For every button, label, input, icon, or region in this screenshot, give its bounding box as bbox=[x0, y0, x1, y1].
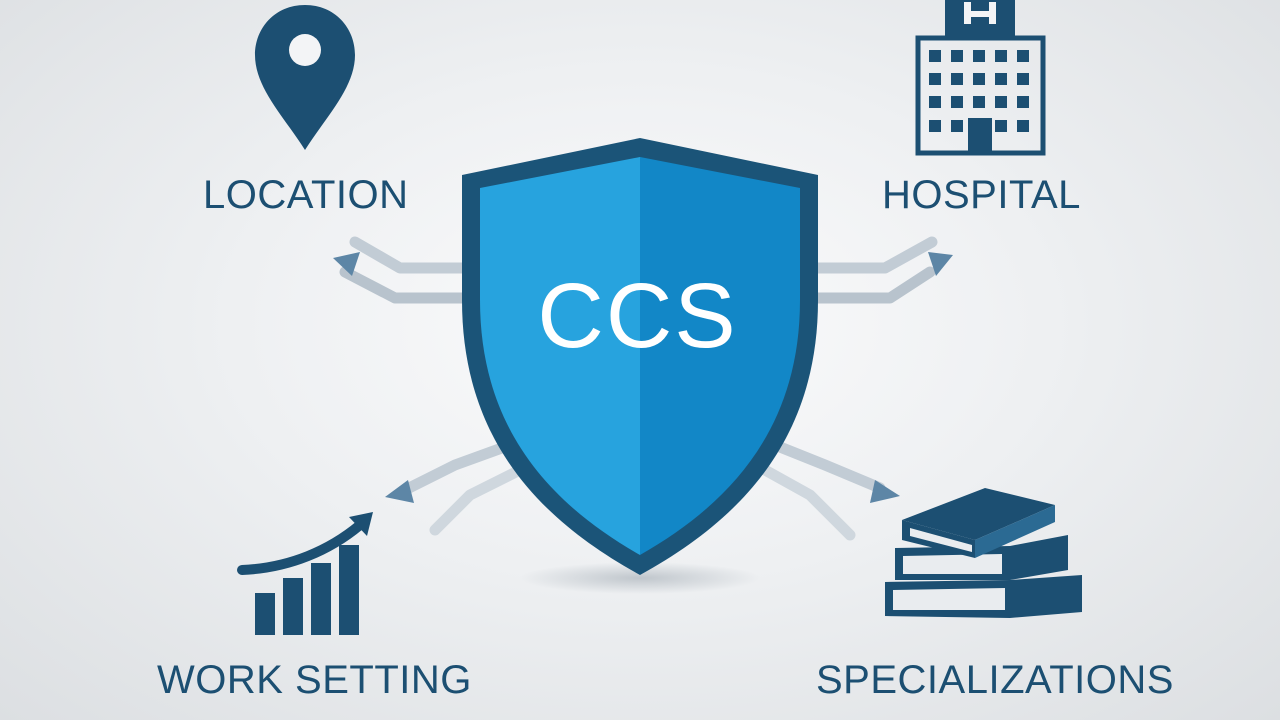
specializations-label: SPECIALIZATIONS bbox=[816, 658, 1174, 702]
shield-icon bbox=[462, 138, 818, 575]
hospital-building-icon bbox=[915, 0, 1046, 156]
map-pin-icon bbox=[255, 5, 355, 150]
work-setting-label: WORK SETTING bbox=[157, 658, 472, 702]
arrow-to-specializations bbox=[759, 439, 900, 541]
arrow-to-location bbox=[333, 236, 476, 304]
shield-label: CCS bbox=[537, 265, 738, 367]
growth-bar-chart-icon bbox=[237, 512, 373, 635]
arrow-to-hospital bbox=[806, 236, 953, 304]
book-stack-icon bbox=[885, 488, 1082, 618]
hospital-label: HOSPITAL bbox=[882, 173, 1081, 217]
arrow-to-work-setting bbox=[385, 439, 526, 536]
location-label: LOCATION bbox=[203, 173, 409, 217]
shield-shadow bbox=[520, 562, 760, 594]
